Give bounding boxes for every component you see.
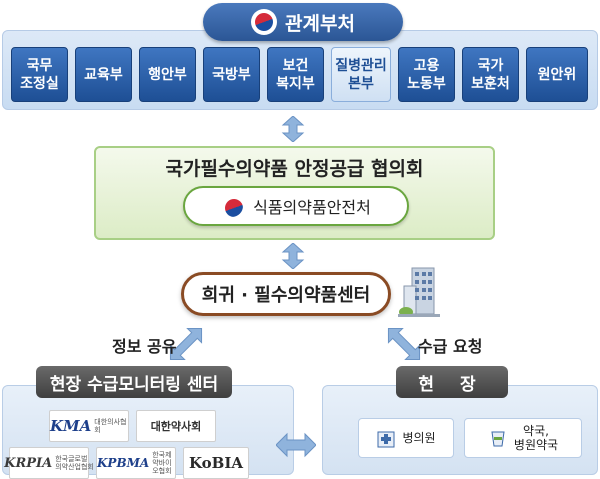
ministry-box: 국가 보훈처 bbox=[462, 47, 519, 102]
site-title: 현 장 bbox=[396, 366, 508, 398]
korea-emblem-icon bbox=[251, 9, 278, 35]
double-arrow-icon bbox=[281, 115, 305, 143]
monitoring-title: 현장 수급모니터링 센터 bbox=[36, 366, 232, 398]
center-label: 희귀 · 필수의약품센터 bbox=[201, 285, 371, 306]
rare-essential-drug-center: 희귀 · 필수의약품센터 bbox=[181, 272, 391, 316]
pharmacy-card: 약국, 병원약국 bbox=[464, 418, 582, 458]
diagonal-double-arrow-icon bbox=[162, 320, 210, 368]
ministry-box: 고용 노동부 bbox=[398, 47, 455, 102]
ministries-header-title: 관계부처 bbox=[285, 12, 355, 35]
ministry-box: 행안부 bbox=[139, 47, 196, 102]
supply-request-label: 수급 요청 bbox=[418, 337, 483, 356]
double-arrow-icon bbox=[281, 242, 305, 270]
building-icon bbox=[398, 264, 440, 318]
pharmacist-association-logo: 대한약사회 bbox=[136, 410, 216, 442]
kma-logo: KMA 대한의사협회 bbox=[49, 410, 129, 442]
mfds-pill: 식품의약품안전처 bbox=[183, 186, 409, 226]
ministry-box: 보건 복지부 bbox=[267, 47, 324, 102]
hospital-icon bbox=[377, 431, 395, 448]
ministry-box: 국무 조정실 bbox=[11, 47, 68, 102]
mfds-label: 식품의약품안전처 bbox=[253, 198, 371, 217]
korea-emblem-icon bbox=[221, 195, 244, 217]
ministry-box-highlight: 질병관리 본부 bbox=[331, 47, 391, 102]
ministry-box: 원안위 bbox=[526, 47, 588, 102]
kpbma-logo: KPBMA 한국제약바이오협회 bbox=[96, 447, 176, 479]
horizontal-double-arrow-icon bbox=[275, 432, 317, 458]
hospital-card: 병의원 bbox=[358, 418, 454, 458]
council-title: 국가필수의약품 안정공급 협의회 bbox=[165, 158, 424, 180]
ministry-box: 교육부 bbox=[75, 47, 132, 102]
info-sharing-label: 정보 공유 bbox=[112, 337, 177, 356]
pharmacy-icon bbox=[491, 431, 505, 447]
kobia-logo: KoBIA bbox=[183, 447, 249, 479]
diagonal-double-arrow-icon bbox=[380, 320, 428, 368]
ministries-header: 관계부처 bbox=[203, 3, 403, 41]
ministry-box: 국방부 bbox=[203, 47, 260, 102]
krpia-logo: KRPIA 한국글로벌 의약산업협회 bbox=[4, 447, 94, 479]
